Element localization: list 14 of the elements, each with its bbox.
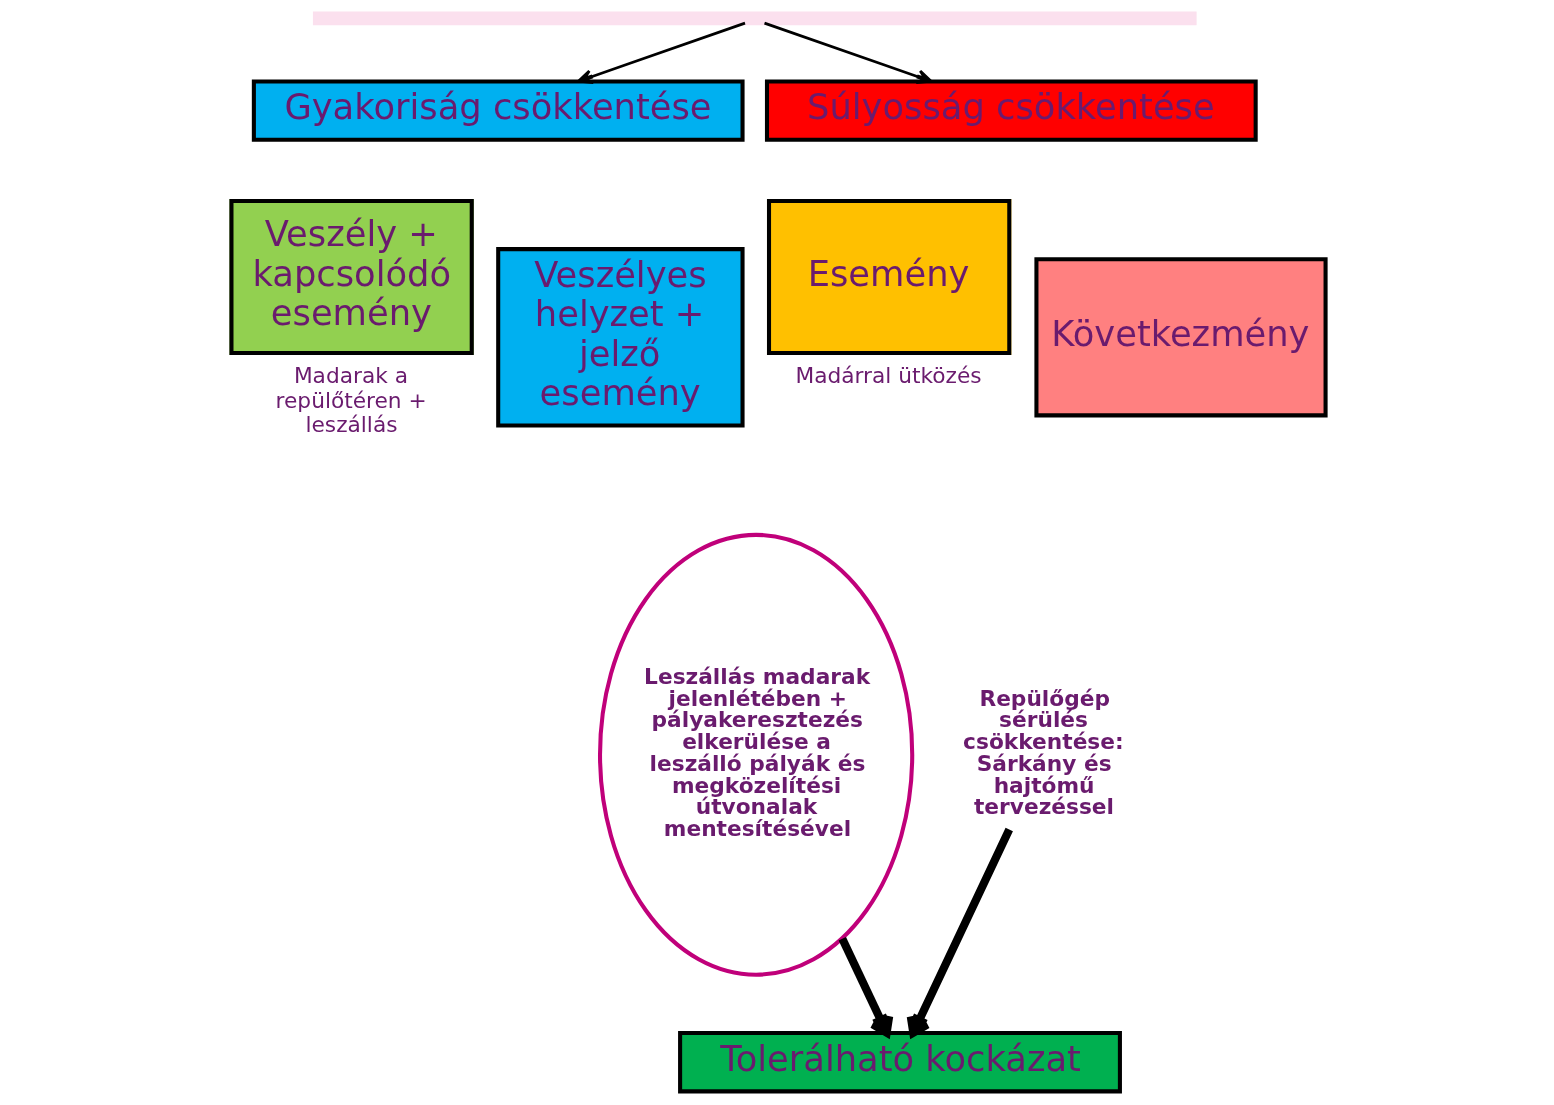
arrow xyxy=(576,21,745,84)
arrow xyxy=(763,21,932,84)
node-text: Repülőgép sérülés csökkentése: Sárkány és hajtómű tervezéssel xyxy=(962,685,1124,820)
node-box: Veszélyes helyzet + jelző esemény xyxy=(495,247,745,428)
arrow xyxy=(906,827,1013,1037)
node-box: Következmény xyxy=(1033,257,1328,418)
node-label: Madarak a repülőtéren + leszállás xyxy=(275,363,427,438)
node-box: Súlyosság csökkentése xyxy=(764,79,1258,142)
node-box: Gyakoriság csökkentése xyxy=(251,79,745,142)
arrow xyxy=(838,936,893,1037)
node-box: Tolerálható kockázat xyxy=(677,1031,1122,1094)
node-ellipse: Leszállás madarak jelenlétében + pályakeresztezés elkerülése a leszálló pályák és megközelítési útvonalak mentesítésével xyxy=(597,532,914,977)
node-box xyxy=(312,11,1197,26)
node-label: Madárral ütközés xyxy=(794,363,982,389)
